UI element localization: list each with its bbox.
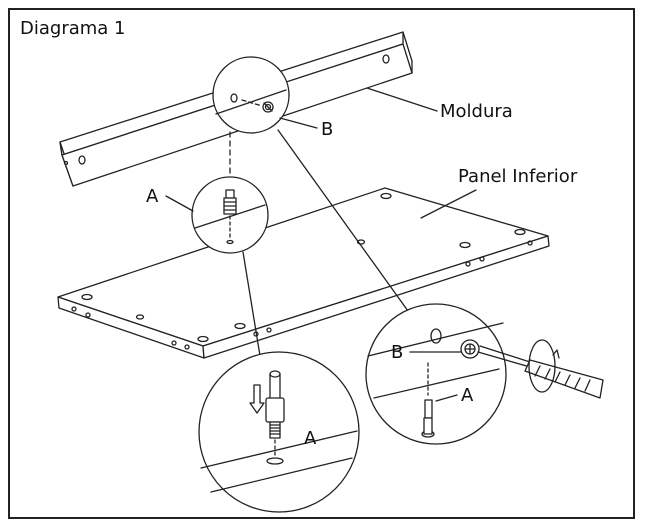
diagram-title: Diagrama 1	[20, 18, 126, 39]
part-a-label-insertion: A	[304, 428, 317, 449]
detail-circle-a-left	[191, 176, 269, 254]
part-a-label-left: A	[146, 186, 159, 207]
diagram-frame	[8, 8, 635, 519]
b-top-leader	[279, 117, 318, 129]
a-right-leader	[435, 394, 458, 402]
screwdriver	[477, 339, 604, 399]
panel-inferior	[57, 187, 550, 359]
part-a-label-detail: A	[461, 385, 474, 406]
part-b-label-detail: B	[391, 342, 404, 363]
leader-line-a	[242, 251, 263, 369]
detail-circle-tightening	[365, 303, 507, 445]
detail-circle-b-top	[212, 56, 290, 134]
detail-circle-a-insertion	[198, 351, 360, 513]
panel-inferior-label: Panel Inferior	[458, 166, 578, 187]
a-left-leader	[165, 195, 194, 212]
part-b-label-top: B	[321, 119, 334, 140]
moldura-label: Moldura	[440, 101, 513, 122]
leader-line-b	[277, 129, 409, 312]
panel-leader	[420, 189, 477, 219]
moldura-leader	[366, 87, 438, 112]
